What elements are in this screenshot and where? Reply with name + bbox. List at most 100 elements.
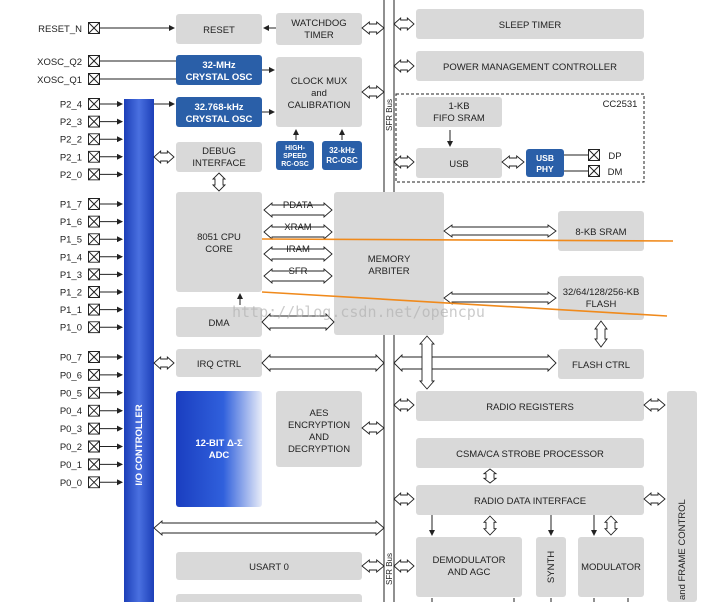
dm-pin-box [588, 165, 600, 177]
pin-p2-4: P2_4 [60, 98, 123, 111]
bus-demod-arrow [393, 558, 415, 574]
pin-p1-5: P1_5 [60, 233, 123, 246]
osc-32khz-label-1: 32.768-kHz [194, 102, 243, 113]
csma-block [416, 438, 644, 468]
clock-mux-block [276, 57, 362, 127]
pin-p1-6: P1_6 [60, 215, 123, 228]
cpu-core-block [176, 192, 262, 292]
usb-phy-arrow [501, 155, 525, 169]
sfr-bus-label-top: SFR Bus [385, 99, 394, 131]
hs-rcosc-label-1: HIGH- [285, 145, 306, 152]
osc-32mhz-label-1: 32-MHz [202, 60, 236, 71]
demodulator-block [416, 537, 522, 597]
hs-rcosc-label-2: SPEED [283, 153, 307, 160]
cpu-label-2: CORE [205, 244, 232, 255]
osc-32mhz-block [176, 55, 262, 85]
debug-label-1: DEBUG [202, 146, 236, 157]
pin-p2-1: P2_1 [60, 150, 123, 163]
aes-bus-arrow [361, 421, 385, 435]
watermark-text: http://blog.csdn.net/opencpu [232, 303, 485, 321]
radio-registers-label: RADIO REGISTERS [486, 402, 574, 413]
pin-label: P1_1 [60, 305, 82, 316]
arbiter-sram-arrow [443, 224, 557, 238]
pin-p2-3: P2_3 [60, 115, 123, 128]
arbiter-label-1: MEMORY [368, 254, 411, 265]
radioreg-frame-arrow [643, 398, 666, 412]
pin-p2-2: P2_2 [60, 133, 123, 146]
reset-block [176, 14, 262, 44]
radio-data-label: RADIO DATA INTERFACE [474, 496, 586, 507]
usb-phy-label-1: USB [536, 153, 554, 163]
flash-flashctrl-arrow [594, 320, 608, 348]
pin-p2-0: P2_0 [60, 168, 123, 181]
pin-p0-2: P0_2 [60, 440, 123, 453]
io-bus-long-arrow [153, 520, 385, 536]
port-pins: P2_4P2_3P2_2P2_1P2_0P1_7P1_6P1_5P1_4P1_3… [60, 98, 123, 489]
fifo-sram-block [416, 97, 502, 127]
hs-rcosc-label-3: RC-OSC [281, 161, 309, 168]
clock-mux-label-1: CLOCK MUX [291, 76, 348, 87]
sram-8kb-label: 8-KB SRAM [575, 227, 626, 238]
hs-rcosc-block [276, 141, 314, 170]
pin-label: P1_3 [60, 270, 82, 281]
osc-32mhz-label-2: CRYSTAL OSC [186, 72, 253, 83]
dma-block [176, 307, 262, 337]
synth-block [536, 537, 566, 597]
flash-label-2: FLASH [586, 299, 617, 310]
annotation-line-sram [261, 238, 674, 242]
pin-p1-4: P1_4 [60, 250, 123, 263]
adc-label-1: 12-BIT Δ-Σ [195, 438, 243, 449]
cpu-bus-label-iram: IRAM [286, 244, 310, 255]
pin-p0-7: P0_7 [60, 351, 123, 364]
cpu-bus-arrow-xram [263, 224, 333, 240]
pin-label: P1_2 [60, 288, 82, 299]
pin-label: P0_4 [60, 406, 82, 417]
bus-radioreg-arrow [393, 397, 415, 413]
radiodata-mod-arrow [603, 515, 619, 536]
usb-label: USB [449, 159, 469, 170]
clock-mux-label-2: and [311, 88, 327, 99]
pin-label: P1_5 [60, 235, 82, 246]
pin-p0-0: P0_0 [60, 476, 123, 489]
usb-block [416, 148, 502, 178]
dm-label: DM [608, 167, 623, 178]
io-debug-arrow [153, 149, 175, 165]
sleep-timer-block [416, 9, 644, 39]
arbiter-label-2: ARBITER [368, 266, 409, 277]
bus-flashctrl-arrow [393, 353, 557, 373]
sleep-timer-label: SLEEP TIMER [499, 20, 562, 31]
pin-label: XOSC_Q1 [37, 75, 82, 86]
cpu-bus-arrow-iram [263, 246, 333, 262]
pin-label: P1_4 [60, 252, 82, 263]
watchdog-label-2: TIMER [304, 30, 334, 41]
irq-bus-arrow [261, 353, 385, 373]
watchdog-block [276, 13, 362, 45]
cpu-label-1: 8051 CPU [197, 232, 241, 243]
power-mgmt-label: POWER MANAGEMENT CONTROLLER [443, 62, 617, 73]
radiodata-demod-arrow [482, 515, 498, 536]
usart0-label: USART 0 [249, 562, 289, 573]
io-controller-bar [124, 99, 154, 602]
chip-name-label: CC2531 [603, 99, 638, 110]
rc-32khz-block [322, 141, 362, 170]
rc-32khz-label-2: RC-OSC [326, 156, 358, 165]
adc-label-2: ADC [209, 450, 230, 461]
debug-cpu-arrow [211, 172, 227, 192]
csma-radiodata-arrow [482, 468, 498, 484]
bus-radiodata-arrow [393, 491, 415, 507]
pin-label: P2_1 [60, 152, 82, 163]
modulator-label: MODULATOR [581, 562, 641, 573]
osc-32khz-label-2: CRYSTAL OSC [186, 114, 253, 125]
dma-label: DMA [208, 318, 230, 329]
flash-ctrl-label: FLASH CTRL [572, 360, 630, 371]
frame-control-label: and FRAME CONTROL [677, 499, 688, 600]
aes-label-3: AND [309, 432, 329, 443]
annotation-line-flash [261, 291, 668, 317]
dp-pin-box [588, 149, 600, 161]
pin-label: P0_1 [60, 460, 82, 471]
osc-32khz-block [176, 97, 262, 127]
pin-label: P1_0 [60, 323, 82, 334]
sleep-timer-bus-arrow [393, 16, 415, 32]
pin-label: P2_0 [60, 170, 82, 181]
